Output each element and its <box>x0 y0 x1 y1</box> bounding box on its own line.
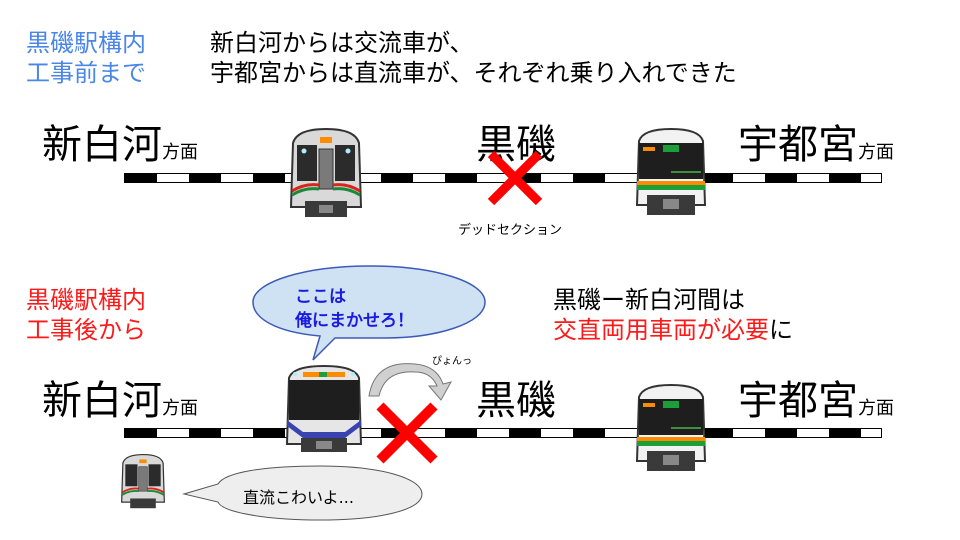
jump-label: ぴょんっ <box>432 356 472 367</box>
station-shin-shirakawa-top: 新白河方面 <box>42 123 198 175</box>
station-kuroiso-top: 黒磯 <box>476 122 556 168</box>
before-label-line1: 黒磯駅構内 <box>26 29 146 57</box>
before-desc-line2: 宇都宮からは直流車が、それぞれ乗り入れできた <box>210 59 737 87</box>
jump-arrow-icon <box>368 363 452 401</box>
station-utsunomiya-bottom: 宇都宮方面 <box>738 379 894 431</box>
small-train-bubble-text: 直流こわいよ... <box>243 488 354 507</box>
dead-section-label: デッドセクション <box>458 223 563 238</box>
small-train-speech-bubble <box>182 465 423 521</box>
ac-train-icon <box>289 127 363 217</box>
after-label: 黒磯駅構内 工事後から <box>26 285 146 345</box>
suffix-text: に <box>769 316 793 344</box>
blocked-x-icon <box>487 150 543 206</box>
station-name: 宇都宮 <box>738 378 858 424</box>
railway-track-top <box>124 173 882 183</box>
speech-bubble-shape <box>252 265 486 361</box>
direction-suffix: 方面 <box>858 398 894 419</box>
before-label-line2: 工事前まで <box>26 59 146 87</box>
direction-suffix: 方面 <box>162 398 198 419</box>
dc-train-icon <box>635 383 707 471</box>
direction-suffix: 方面 <box>162 142 198 163</box>
before-label: 黒磯駅構内 工事前まで <box>26 28 146 88</box>
station-name: 新白河 <box>42 122 162 168</box>
after-label-line2: 工事後から <box>26 316 146 344</box>
station-utsunomiya-top: 宇都宮方面 <box>738 123 894 175</box>
speech-bubble-text: ここは 俺にまかせろ！ <box>295 285 414 333</box>
after-description: 黒磯ー新白河間は 交直両用車両が必要に <box>553 285 793 345</box>
acdc-train-icon <box>285 364 363 452</box>
station-name: 宇都宮 <box>738 122 858 168</box>
before-desc-line1: 新白河からは交流車が、 <box>210 29 474 57</box>
railway-track-bottom <box>124 428 882 438</box>
after-desc-line1: 黒磯ー新白河間は <box>553 286 745 314</box>
blocked-x-icon <box>376 402 438 464</box>
speech-line1: ここは <box>295 287 346 307</box>
speech-line2: 俺にまかせろ！ <box>295 311 414 331</box>
after-label-line1: 黒磯駅構内 <box>26 286 146 314</box>
dc-train-icon <box>635 127 707 215</box>
station-shin-shirakawa-bottom: 新白河方面 <box>42 379 198 431</box>
station-name: 新白河 <box>42 378 162 424</box>
highlight-text: 交直両用車両が必要 <box>553 316 769 344</box>
station-kuroiso-bottom: 黒磯 <box>476 378 556 424</box>
small-ac-train-icon <box>121 453 165 509</box>
before-description: 新白河からは交流車が、 宇都宮からは直流車が、それぞれ乗り入れできた <box>210 28 737 88</box>
direction-suffix: 方面 <box>858 142 894 163</box>
after-desc-line2: 交直両用車両が必要に <box>553 315 793 345</box>
